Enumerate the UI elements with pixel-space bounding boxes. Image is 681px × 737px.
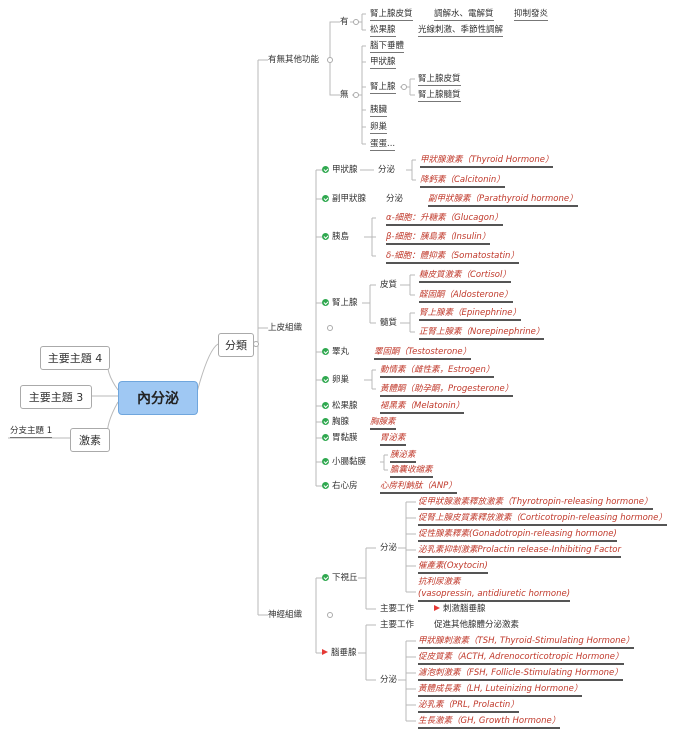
epi-adrenal-cortex[interactable]: 皮質: [380, 280, 398, 290]
hormone-aldosterone[interactable]: 醛固酮（Aldosterone）: [419, 289, 513, 303]
main-topic-3[interactable]: 主要主題 3: [20, 385, 92, 409]
no-pancreas[interactable]: 胰臟: [370, 105, 388, 117]
hormone-vasopressin-line1: 抗利尿激素: [418, 577, 461, 587]
nerve-node[interactable]: 神經組織: [268, 610, 303, 620]
no-pituitary[interactable]: 腦下垂體: [370, 41, 405, 53]
yes-light-regulation[interactable]: 光線刺激、季節性調解: [418, 25, 504, 37]
nerve-hypothalamus[interactable]: 下視丘: [322, 572, 358, 584]
other-function-node[interactable]: 有無其他功能: [268, 55, 320, 65]
hormone-acth[interactable]: 促皮質素（ACTH, Adrenocorticotropic Hormone）: [418, 651, 624, 665]
hormone-estrogen[interactable]: 動情素（雌性素，Estrogen）: [380, 364, 495, 378]
hormone-melatonin[interactable]: 褪黑素（Melatonin）: [380, 400, 465, 414]
hormone-pif[interactable]: 泌乳素抑制激素Prolactin release-Inhibiting Fact…: [418, 544, 621, 558]
hormone-trh[interactable]: 促甲狀腺激素釋放激素（Thyrotropin-releasing hormone…: [418, 496, 653, 510]
hormone-prl[interactable]: 泌乳素（PRL, Prolactin）: [418, 699, 519, 713]
epi-stomach[interactable]: 胃黏膜: [322, 432, 358, 444]
nerve-hypo-work[interactable]: 主要工作: [380, 604, 415, 614]
hormone-glucagon[interactable]: α-細胞：升糖素（Glucagon）: [386, 212, 503, 226]
yes-water-regulation[interactable]: 調解水、電解質: [434, 9, 494, 21]
hormone-vasopressin[interactable]: 抗利尿激素 (vasopressin, antidiuretic hormone…: [418, 576, 571, 602]
hormone-tsh[interactable]: 甲狀腺刺激素（TSH, Thyroid-Stimulating Hormone）: [418, 635, 635, 649]
epithelial-node[interactable]: 上皮組織: [268, 323, 303, 333]
epi-thyroid-secrete[interactable]: 分泌: [378, 165, 396, 175]
nerve-pit-work-value[interactable]: 促進其他腺體分泌激素: [434, 620, 520, 630]
nerve-hypo-work-text: 刺激腦垂腺: [443, 604, 486, 614]
hormone-vasopressin-line2: (vasopressin, antidiuretic hormone): [418, 589, 571, 599]
hormone-anp[interactable]: 心房利鈉肽（ANP）: [380, 480, 457, 494]
hormone-progesterone[interactable]: 黃體酮（助孕酮，Progesterone）: [380, 383, 514, 397]
hormone-cck[interactable]: 膽囊收縮素: [390, 464, 433, 478]
nerve-pit-work[interactable]: 主要工作: [380, 620, 415, 630]
no-adrenal[interactable]: 腎上腺: [370, 82, 396, 94]
epi-intestine[interactable]: 小腸黏膜: [322, 456, 366, 468]
sub-topic-1[interactable]: 分支主題 1: [10, 426, 53, 438]
classification-node[interactable]: 分類: [218, 333, 254, 357]
hormone-norepinephrine[interactable]: 正腎上腺素（Norepinephrine）: [419, 326, 545, 340]
nerve-pituitary-label: 腦垂腺: [331, 648, 357, 658]
no-node[interactable]: 無: [340, 90, 349, 100]
hormone-secretin[interactable]: 胰泌素: [390, 449, 416, 463]
hormone-fsh[interactable]: 濾泡刺激素（FSH, Follicle-Stimulating Hormone）: [418, 667, 623, 681]
main-topic-4[interactable]: 主要主題 4: [40, 346, 110, 370]
hormone-testosterone[interactable]: 睪固酮（Testosterone）: [374, 346, 472, 360]
hormone-crh[interactable]: 促腎上腺皮質素釋放激素（Corticotropin-releasing horm…: [418, 512, 667, 526]
epi-parathyroid[interactable]: 副甲狀腺: [322, 193, 366, 205]
epi-pineal[interactable]: 松果腺: [322, 400, 358, 412]
epi-parathyroid-secrete[interactable]: 分泌: [386, 194, 404, 204]
hormone-somatostatin[interactable]: δ-細胞：體抑素（Somatostatin）: [386, 250, 519, 264]
hormone-gh[interactable]: 生長激素（GH, Growth Hormone）: [418, 715, 561, 729]
hormone-thyroid-hormone[interactable]: 甲狀腺激素（Thyroid Hormone）: [420, 154, 554, 168]
hormone-thymosin[interactable]: 胸腺素: [370, 416, 396, 430]
hormone-insulin[interactable]: β-細胞：胰島素（Insulin）: [386, 231, 491, 245]
epi-thymus[interactable]: 胸腺: [322, 416, 349, 428]
flag-icon: [434, 605, 440, 611]
epi-testis[interactable]: 睪丸: [322, 346, 349, 358]
hormone-topic[interactable]: 激素: [70, 428, 110, 452]
hormone-oxytocin[interactable]: 催產素(Oxytocin): [418, 560, 488, 574]
epi-atrium[interactable]: 右心房: [322, 480, 358, 492]
no-ovary[interactable]: 卵巢: [370, 122, 388, 134]
hormone-gastrin[interactable]: 胃泌素: [380, 432, 406, 446]
epi-adrenal-medulla[interactable]: 髓質: [380, 318, 398, 328]
hormone-gnrh[interactable]: 促性腺素釋素(Gonadotropin-releasing hormone): [418, 528, 617, 542]
nerve-hypo-secrete[interactable]: 分泌: [380, 543, 398, 553]
epi-ovary[interactable]: 卵巢: [322, 374, 349, 386]
yes-pineal[interactable]: 松果腺: [370, 25, 396, 37]
yes-adrenal-cortex[interactable]: 腎上腺皮質: [370, 9, 413, 21]
nerve-hypo-work-value[interactable]: 刺激腦垂腺: [434, 603, 486, 615]
no-thyroid[interactable]: 甲狀腺: [370, 57, 396, 69]
hormone-parathyroid[interactable]: 副甲狀腺素（Parathyroid hormone）: [428, 193, 578, 207]
hormone-calcitonin[interactable]: 降鈣素（Calcitonin）: [420, 174, 505, 188]
nerve-pituitary[interactable]: 腦垂腺: [322, 647, 357, 659]
no-egg[interactable]: 蛋蛋...: [370, 139, 396, 151]
yes-anti-inflammation[interactable]: 抑制發炎: [514, 9, 549, 21]
no-adrenal-cortex[interactable]: 腎上腺皮質: [418, 74, 461, 86]
hormone-epinephrine[interactable]: 腎上腺素（Epinephrine）: [419, 307, 522, 321]
yes-node[interactable]: 有: [340, 17, 349, 27]
hormone-cortisol[interactable]: 糖皮質激素（Cortisol）: [419, 269, 511, 283]
central-topic[interactable]: 內分泌: [118, 381, 198, 415]
epi-thyroid[interactable]: 甲狀腺: [322, 164, 358, 176]
epi-islet[interactable]: 胰島: [322, 231, 349, 243]
epi-adrenal[interactable]: 腎上腺: [322, 297, 358, 309]
nerve-pit-secrete[interactable]: 分泌: [380, 675, 398, 685]
flag-icon: [322, 649, 328, 655]
no-adrenal-medulla[interactable]: 腎上腺髓質: [418, 90, 461, 102]
hormone-lh[interactable]: 黃體成長素（LH, Luteinizing Hormone）: [418, 683, 583, 697]
